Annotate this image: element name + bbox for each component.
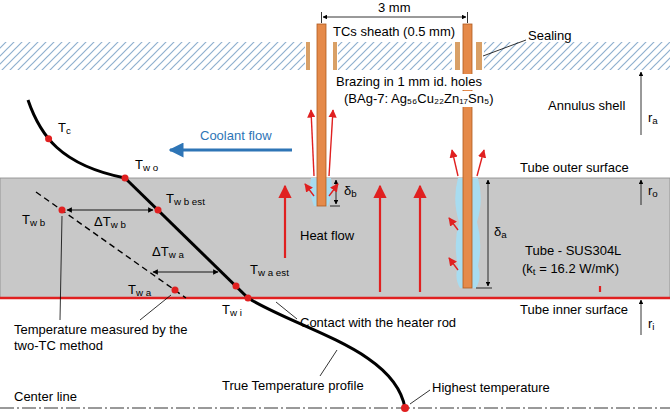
radius-arrow: [641, 72, 642, 335]
flow-label: Heat flow: [300, 228, 354, 244]
tube-wall: [0, 178, 670, 298]
temperature-label: Tw o: [135, 157, 158, 173]
temperature-label: Tw b est: [166, 191, 205, 207]
dimension-label: δb: [344, 183, 357, 199]
tc-sheath: [317, 24, 326, 206]
delta-t-arrow: [67, 210, 218, 272]
radius-label: ra: [648, 110, 658, 126]
leader-line: [483, 40, 526, 56]
delta-label: ΔTw a: [150, 244, 186, 260]
part-label: Annulus shell: [548, 98, 625, 114]
heat-flow-arrow: [285, 186, 600, 292]
note-label: Contact with the heater rod: [300, 315, 456, 331]
tube-inner-surface: [0, 297, 670, 300]
temperature-label: Tc: [58, 120, 71, 136]
sealing: [476, 42, 482, 70]
temperature-label: Tw b: [20, 212, 47, 228]
dimension-label: 3 mm: [376, 0, 413, 16]
delta-label: ΔTw b: [92, 214, 128, 230]
note-label: Center line: [14, 389, 77, 405]
temperature-label: Tw i: [222, 302, 242, 318]
note-label: Brazing in 1 mm id. holes: [334, 74, 484, 90]
two-tc-line: [36, 192, 186, 298]
sealing: [455, 42, 460, 70]
temperature-profile: [125, 178, 248, 298]
note-label: True Temperature profile: [222, 378, 364, 394]
note-label: (BAg-7: Ag₅₆Cu₂₂Zn₁₇Sn₅): [342, 91, 496, 107]
sealing: [333, 42, 337, 70]
dimension-label: δa: [494, 224, 507, 240]
tc-sheath: [463, 24, 472, 288]
part-label: Sealing: [528, 28, 571, 44]
material-label: Tube - SUS304L: [525, 243, 621, 259]
temperature-label: Tw a est: [250, 262, 289, 278]
thickness-dimension: [330, 180, 492, 288]
radius-label: ro: [648, 183, 658, 199]
annulus-shell: [0, 42, 670, 70]
part-label: TCs sheath (0.5 mm): [333, 24, 455, 40]
leader-line: [60, 216, 430, 404]
surface-label: Tube outer surface: [520, 160, 629, 176]
note-label: Temperature measured by the two-TC metho…: [14, 322, 214, 353]
coolant-arrow: [170, 149, 292, 152]
note-label: Highest temperature: [432, 380, 550, 396]
sealing: [306, 42, 310, 70]
heat-spread-arrow: [305, 110, 484, 270]
flow-label: Coolant flow: [200, 128, 272, 144]
surface-label: Tube inner surface: [520, 302, 628, 318]
material-label: (kt = 16.2 W/mK): [522, 261, 619, 277]
temperature-point: [45, 135, 409, 412]
radius-label: ri: [648, 316, 655, 332]
temperature-label: Tw a: [128, 282, 151, 298]
center-line: [0, 408, 670, 409]
temperature-profile: [28, 100, 125, 178]
